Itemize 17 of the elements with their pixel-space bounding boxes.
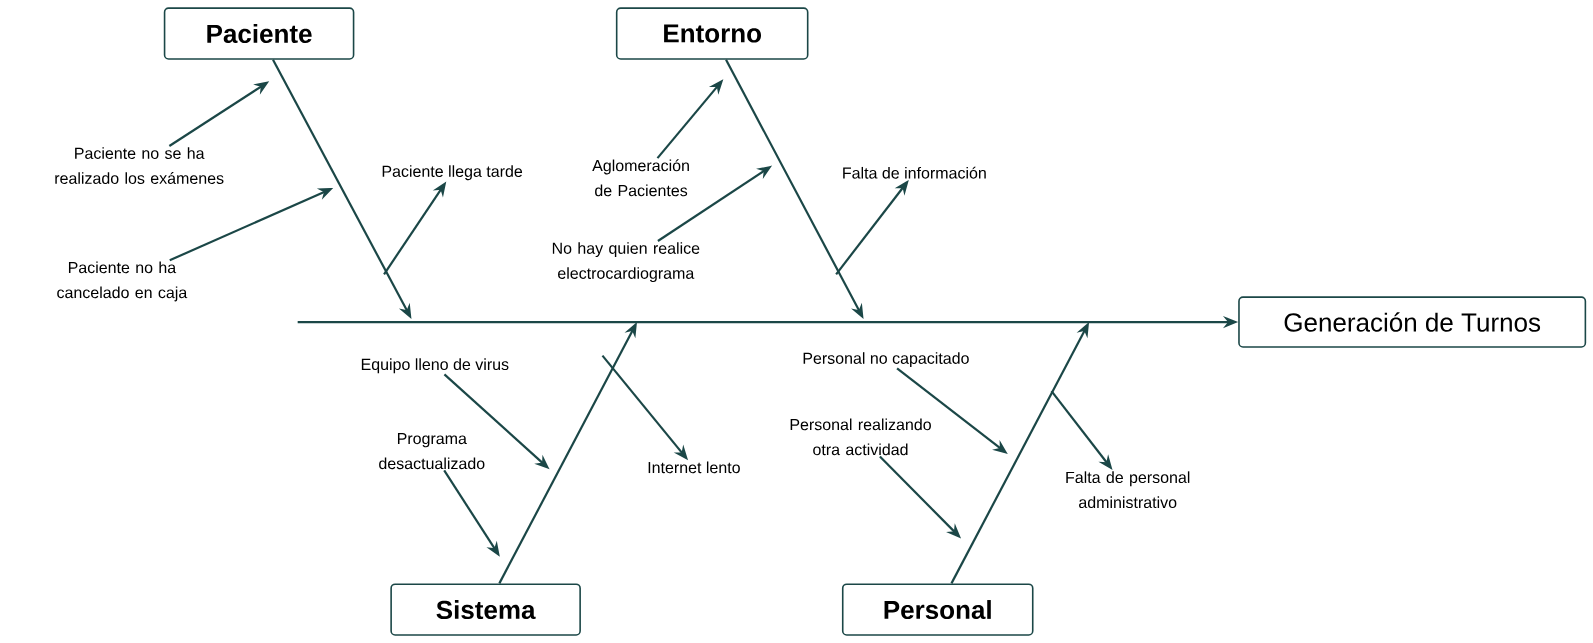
cause-label: Programa desactualizado bbox=[379, 433, 485, 470]
cause-label: No hay quien realice electrocardiograma bbox=[552, 242, 700, 283]
effect-box: Generación de Turnos bbox=[1238, 296, 1587, 348]
cause-label: Internet lento bbox=[648, 461, 740, 474]
cause-label: Equipo lleno de virus bbox=[361, 358, 509, 374]
cause-label: Paciente no se ha realizado los exámenes bbox=[55, 147, 224, 184]
category-box: Entorno bbox=[615, 7, 809, 60]
category-box: Personal bbox=[841, 583, 1034, 636]
cause-label: Paciente llega tarde bbox=[382, 165, 523, 181]
cause-label: Paciente no ha cancelado en caja bbox=[57, 261, 188, 302]
cause-label: Aglomeración de Pacientes bbox=[592, 159, 689, 197]
cause-label: Falta de personal administrativo bbox=[1066, 471, 1190, 509]
category-box: Paciente bbox=[163, 7, 355, 60]
cause-label: Personal realizando otra actividad bbox=[790, 418, 931, 456]
cause-label: Personal no capacitado bbox=[803, 352, 969, 368]
cause-label: Falta de información bbox=[843, 166, 986, 179]
category-box: Sistema bbox=[390, 583, 581, 636]
